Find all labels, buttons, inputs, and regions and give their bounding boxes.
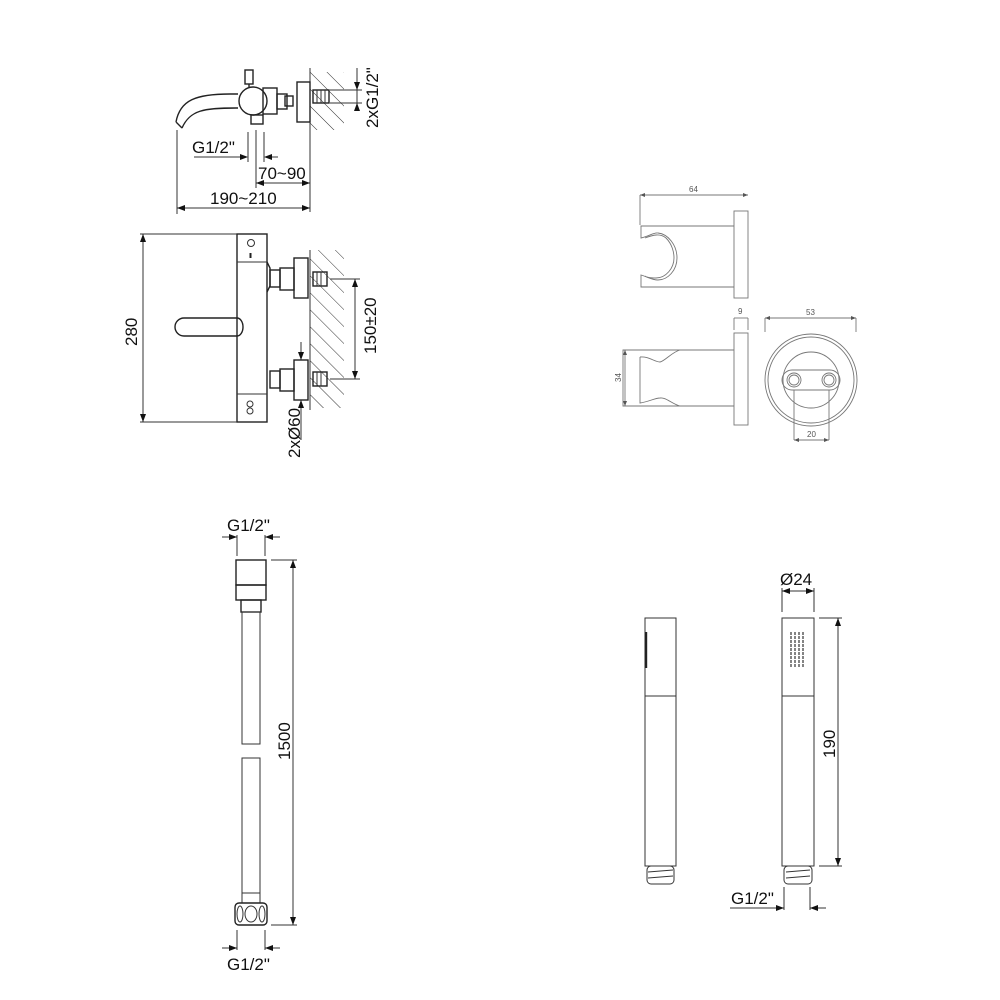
inlet-thread-label: 2xG1/2" [363, 67, 382, 128]
hand-shower: Ø24 190 G1/2" [644, 570, 842, 911]
holder-depth-label: 64 [689, 185, 698, 194]
hand-shower-front [781, 617, 815, 867]
holder-height-label: 34 [614, 373, 623, 382]
holder-flange [733, 210, 749, 299]
shower-hose: G1/2" 1500 G1/2" [222, 516, 297, 974]
flange-diameter-label: 2xØ60 [285, 408, 304, 458]
holder-flange-circle [764, 333, 858, 427]
spout-thread-label: G1/2" [192, 138, 235, 157]
hand-shower-side [644, 617, 677, 867]
flange-thickness-label: 9 [738, 307, 743, 316]
thermostat-body [236, 233, 268, 423]
lever-handle [174, 317, 244, 337]
hose-length-label: 1500 [275, 722, 294, 760]
hand-shower-length-label: 190 [820, 730, 839, 758]
hose-top-nut [235, 559, 267, 586]
length-label: 190~210 [210, 189, 277, 208]
hose-bottom-nut [234, 902, 268, 926]
hose-bottom-thread-label: G1/2" [227, 955, 270, 974]
wall-hatch [310, 72, 344, 130]
hand-shower-diameter-label: Ø24 [780, 570, 812, 589]
holder-side-view: 64 [639, 185, 749, 299]
spout [175, 93, 238, 129]
height-label: 280 [122, 318, 141, 346]
bath-mixer-side-view: G1/2" 70~90 190~210 2xG1/2" [175, 67, 382, 214]
hand-shower-thread-label: G1/2" [731, 889, 774, 908]
hole-distance-label: 20 [807, 430, 816, 439]
bath-mixer-front-view: 280 150±20 2xØ60 [122, 233, 380, 458]
offset-label: 70~90 [258, 164, 306, 183]
flange-diameter-label: 53 [806, 308, 815, 317]
hose-top-thread-label: G1/2" [227, 516, 270, 535]
center-distance-label: 150±20 [361, 297, 380, 354]
holder-front-view: 9 34 53 20 [614, 307, 858, 442]
